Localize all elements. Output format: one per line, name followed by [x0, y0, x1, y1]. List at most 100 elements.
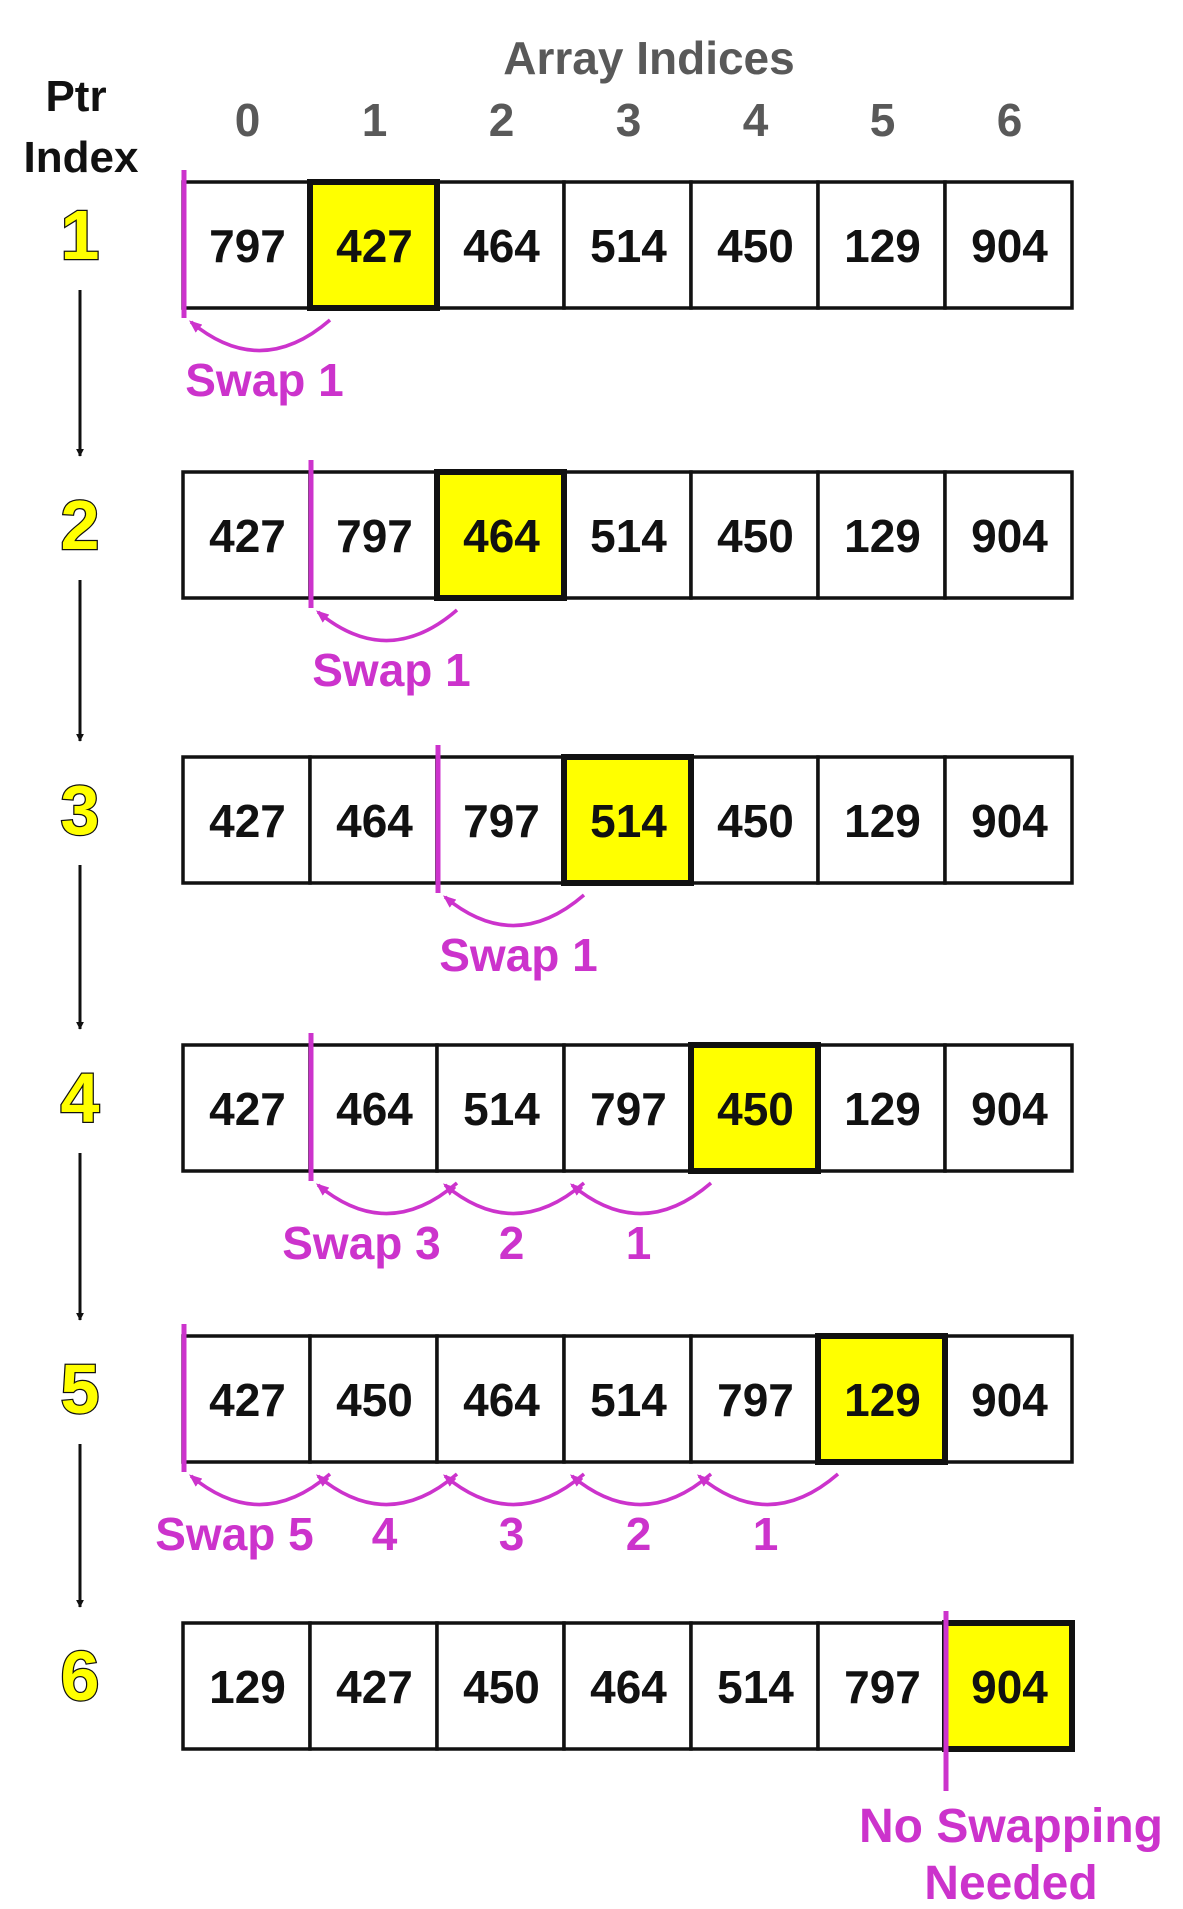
highlighted-cell: [307, 179, 440, 311]
array-cell: [689, 1621, 820, 1751]
array-cell: [816, 1621, 947, 1751]
array-cell: [308, 1043, 439, 1173]
swap-count-label: Swap 3: [282, 1217, 441, 1269]
swap-arc: [443, 1181, 586, 1216]
array-cell: [308, 1621, 439, 1751]
cell-value: 904: [971, 220, 1048, 272]
swap-arc: [316, 1472, 459, 1507]
step-number-5: 5: [61, 1350, 100, 1428]
cell-value: 904: [971, 795, 1048, 847]
swap-count-label: Swap 1: [185, 354, 344, 406]
swap-arc: [316, 1181, 459, 1216]
cell-value: 514: [590, 220, 667, 272]
swap-arc: [189, 318, 332, 353]
swap-arc: [443, 893, 586, 928]
swap-count-label: Swap 1: [312, 644, 471, 696]
swap-arc: [697, 1472, 840, 1507]
index-label-0: 0: [235, 94, 261, 146]
cell-value: 797: [209, 220, 286, 272]
cell-value: 450: [336, 1374, 413, 1426]
array-cell: [943, 755, 1074, 885]
cell-value: 904: [971, 1374, 1048, 1426]
step-number-6: 6: [61, 1637, 100, 1715]
cell-value: 797: [463, 795, 540, 847]
array-cell: [943, 1043, 1074, 1173]
swap-arc: [570, 1472, 713, 1507]
cell-value: 129: [844, 220, 921, 272]
cell-value: 904: [971, 510, 1048, 562]
highlighted-cell-value: 427: [336, 220, 413, 272]
no-swapping-note-line2: Needed: [924, 1857, 1097, 1909]
cell-value: 427: [209, 1083, 286, 1135]
array-cell: [943, 1334, 1074, 1464]
highlighted-cell-value: 129: [844, 1374, 921, 1426]
cell-value: 129: [844, 1083, 921, 1135]
array-cell: [562, 1043, 693, 1173]
highlighted-cell: [688, 1042, 821, 1174]
swap-step-label: 2: [499, 1217, 525, 1269]
cell-value: 797: [844, 1661, 921, 1713]
ptr-label: Ptr: [45, 72, 106, 121]
cell-value: 427: [209, 795, 286, 847]
cell-value: 904: [971, 1083, 1048, 1135]
array-indices-title: Array Indices: [503, 32, 794, 84]
highlighted-cell: [815, 1333, 948, 1465]
step-number-1: 1: [61, 196, 100, 274]
highlighted-cell-value: 464: [463, 510, 540, 562]
index-label-1: 1: [362, 94, 388, 146]
cell-value: 427: [209, 510, 286, 562]
highlighted-cell: [434, 469, 567, 601]
array-cell: [308, 755, 439, 885]
swap-step-label: 1: [626, 1217, 652, 1269]
index-label-2: 2: [489, 94, 515, 146]
cell-value: 797: [590, 1083, 667, 1135]
array-cell: [816, 755, 947, 885]
cell-value: 427: [209, 1374, 286, 1426]
cell-value: 464: [336, 795, 413, 847]
swap-step-label: 1: [753, 1508, 779, 1560]
swap-count-label: Swap 5: [155, 1508, 314, 1560]
array-cell: [562, 1334, 693, 1464]
array-cell: [308, 1334, 439, 1464]
swap-arc: [570, 1181, 713, 1216]
index-label: Index: [24, 133, 139, 182]
index-label-4: 4: [743, 94, 769, 146]
array-cell: [562, 180, 693, 310]
array-cell: [308, 470, 439, 600]
cell-value: 464: [463, 1374, 540, 1426]
cell-value: 129: [844, 795, 921, 847]
array-cell: [435, 755, 566, 885]
cell-value: 514: [590, 510, 667, 562]
array-cell: [562, 1621, 693, 1751]
swap-step-label: 2: [626, 1508, 652, 1560]
cell-value: 464: [336, 1083, 413, 1135]
highlighted-cell-value: 904: [971, 1661, 1048, 1713]
cell-value: 514: [590, 1374, 667, 1426]
cell-value: 129: [209, 1661, 286, 1713]
array-cell: [689, 470, 820, 600]
step-number-4: 4: [61, 1059, 100, 1137]
cell-value: 450: [717, 795, 794, 847]
swap-arc: [443, 1472, 586, 1507]
array-cell: [689, 1334, 820, 1464]
swap-arc: [316, 608, 459, 643]
array-cell: [435, 1621, 566, 1751]
cell-value: 450: [717, 510, 794, 562]
step-number-3: 3: [61, 771, 100, 849]
cell-value: 514: [463, 1083, 540, 1135]
cell-value: 129: [844, 510, 921, 562]
array-cell: [943, 180, 1074, 310]
array-cell: [181, 180, 312, 310]
array-cell: [816, 180, 947, 310]
swap-step-label: 4: [372, 1508, 398, 1560]
cell-value: 450: [463, 1661, 540, 1713]
